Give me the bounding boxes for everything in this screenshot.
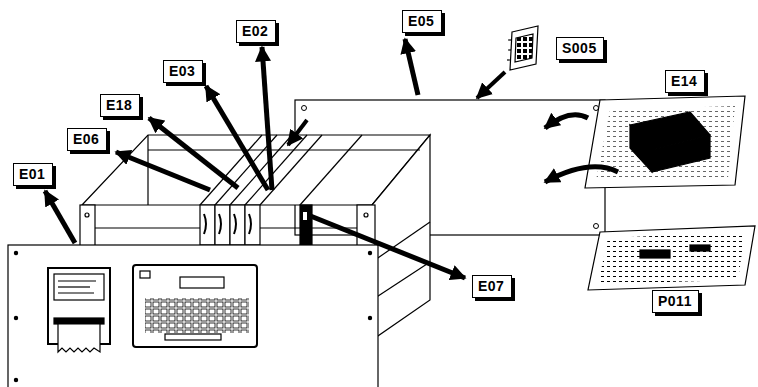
leader-arrows: [45, 39, 618, 278]
leader-arrow: [545, 115, 588, 128]
screw-dot: [368, 316, 371, 319]
front-panel-plate: [8, 245, 378, 387]
board-part: [690, 245, 710, 251]
callout-label: E14: [665, 70, 705, 93]
callout-label: E02: [236, 20, 276, 43]
printer-slot: [54, 318, 104, 324]
printer-line: [58, 280, 96, 281]
slot-divider: [300, 135, 362, 205]
module-front: [652, 135, 710, 172]
board-traces: [598, 232, 745, 284]
leader-arrow: [405, 39, 418, 95]
board-e14: [585, 96, 745, 188]
leader-arrow: [477, 72, 505, 98]
front-panel: [8, 245, 378, 387]
leader-arrow: [545, 167, 618, 182]
callout-label: P011: [652, 290, 699, 313]
callout-number: E18: [106, 97, 134, 113]
screw-dot: [14, 251, 17, 254]
screw-dot: [14, 316, 17, 319]
terminal-display: [180, 277, 224, 288]
callout-number: S005: [562, 40, 598, 56]
board-part: [640, 250, 670, 258]
screw-hole: [302, 106, 307, 111]
printer-paper: [58, 324, 100, 352]
screw-hole: [364, 213, 368, 217]
chip-pin: [508, 49, 511, 50]
board-outline: [588, 226, 755, 290]
screw-hole: [594, 224, 599, 229]
keypad: [145, 298, 249, 333]
card-handle: [249, 214, 251, 234]
space-bar: [165, 334, 221, 340]
callout-number: E07: [478, 278, 506, 294]
leader-arrow: [45, 191, 75, 243]
plug-in-cards: [200, 205, 312, 247]
callout-number: E03: [169, 63, 197, 79]
card-front: [230, 205, 245, 245]
card-front: [215, 205, 230, 245]
chip-pattern: [515, 34, 533, 62]
card-front: [200, 205, 215, 245]
callout-number: P011: [658, 293, 693, 309]
callout-label: E06: [67, 128, 107, 151]
callout-label: E07: [472, 275, 512, 298]
card-handle: [234, 214, 236, 234]
callout-label: E18: [100, 94, 140, 117]
keyboard-terminal: [133, 265, 257, 347]
callout-number: E01: [19, 166, 47, 182]
card-front: [245, 205, 260, 245]
board-p011: [588, 226, 755, 290]
chip-body: [510, 26, 538, 70]
chip-pin: [507, 59, 510, 60]
callout-label: E05: [402, 10, 442, 33]
callout-number: E06: [73, 131, 101, 147]
callout-label: E03: [163, 60, 203, 83]
module-side: [630, 125, 652, 172]
callout-number: E05: [408, 13, 436, 29]
leader-arrow: [149, 118, 238, 188]
board-outline: [585, 96, 745, 188]
leader-arrow: [288, 120, 307, 145]
callout-number: E02: [242, 23, 270, 39]
chip-s005: [507, 26, 538, 70]
printer-line: [58, 292, 94, 293]
card-handle: [219, 214, 221, 234]
terminal-lamp: [140, 271, 150, 278]
leader-arrow: [262, 47, 272, 190]
screw-hole: [85, 213, 89, 217]
callout-label: E01: [13, 163, 53, 186]
card-handle: [204, 214, 206, 234]
card-led: [303, 212, 307, 220]
slot-divider: [200, 135, 262, 205]
leader-arrow: [308, 215, 465, 278]
shelf-line: [372, 262, 430, 300]
rack-edge: [147, 135, 148, 205]
screw-dot: [14, 378, 17, 381]
card-e07: [300, 205, 312, 247]
screw-dot: [368, 251, 371, 254]
callout-number: E14: [671, 73, 699, 89]
chip-pin: [508, 39, 512, 40]
leader-arrow: [206, 86, 268, 190]
callout-label: S005: [556, 37, 604, 60]
printer-window: [54, 274, 104, 300]
rack-side: [372, 135, 430, 340]
printer-line: [58, 286, 90, 287]
